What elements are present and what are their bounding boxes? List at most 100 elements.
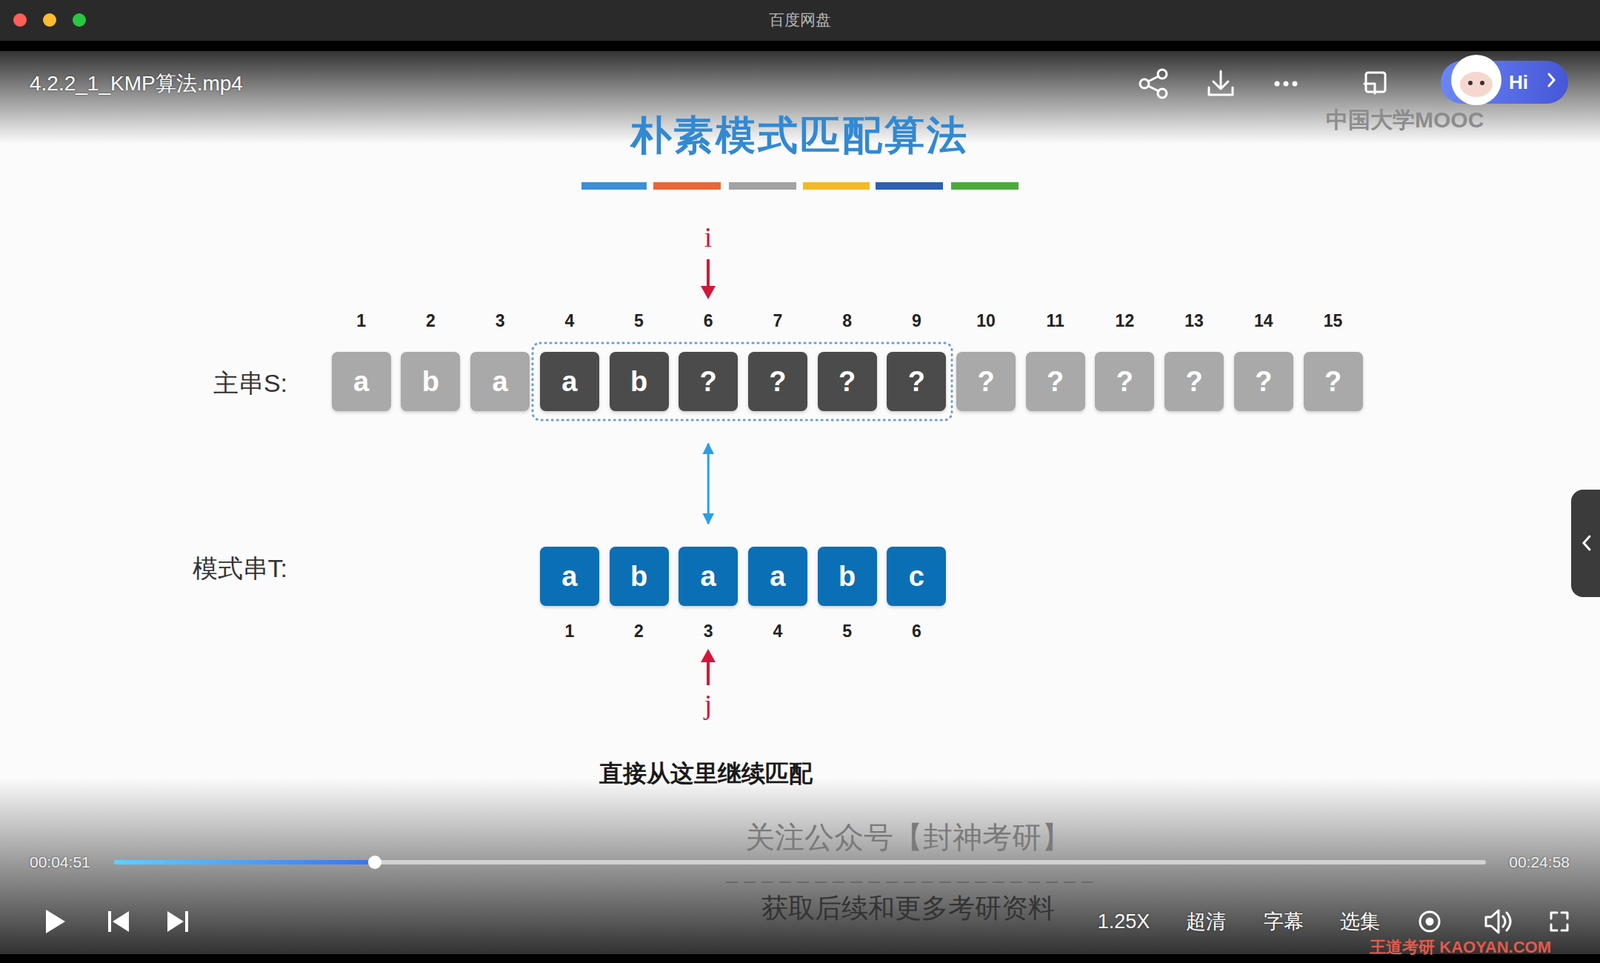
label-wrap: 2 xyxy=(634,621,644,643)
label-wrap: 00:04:51 xyxy=(29,852,91,872)
progress-track xyxy=(114,860,1486,865)
node-text: a xyxy=(769,560,786,593)
index-number: 4 xyxy=(772,621,783,641)
slide-background xyxy=(0,51,1600,955)
volume-icon xyxy=(1485,910,1499,933)
black-band xyxy=(0,954,1600,963)
pointer-j xyxy=(700,648,716,686)
pattern-char-box: b xyxy=(817,546,878,606)
char-box: ? xyxy=(1025,351,1086,412)
pointer-head xyxy=(700,285,716,300)
index-number: 10 xyxy=(976,311,996,331)
index-number: 3 xyxy=(703,621,714,641)
next-icon xyxy=(185,911,189,932)
share-icon xyxy=(1148,76,1159,92)
label-wrap: 5 xyxy=(634,311,644,332)
color-bar xyxy=(581,182,647,190)
top-icons xyxy=(1140,69,1386,98)
label-wrap: 4 xyxy=(772,621,783,643)
watermark: 关注公众号【封神考研】 xyxy=(745,820,1072,854)
index-number: 3 xyxy=(495,311,506,331)
color-bar xyxy=(875,182,943,190)
char-box: ? xyxy=(1234,351,1294,412)
index-number: 2 xyxy=(634,621,644,641)
black-band xyxy=(0,40,1600,52)
pointer-head xyxy=(700,648,716,663)
label-wrap: 12 xyxy=(1115,311,1135,332)
progress-knob xyxy=(368,855,382,869)
label-wrap: 6 xyxy=(911,621,922,643)
label-wrap: 2 xyxy=(425,311,436,332)
hi-avatar xyxy=(1440,45,1569,113)
player-control-text: 00:24:58 xyxy=(1508,853,1570,871)
index-number: 6 xyxy=(703,311,714,331)
pattern-char-box: a xyxy=(748,546,808,606)
label-wrap: 4 xyxy=(564,311,575,332)
watermark-rule xyxy=(725,881,1095,883)
label-wrap: 1 xyxy=(564,621,575,643)
index-number: 6 xyxy=(911,621,922,641)
node-text: ? xyxy=(1046,365,1064,398)
node-text: a xyxy=(561,365,578,398)
double-arrow xyxy=(707,443,710,524)
node-text: Hi xyxy=(1508,71,1529,95)
node-text: a xyxy=(700,560,717,593)
fullscreen-icon xyxy=(1551,912,1568,931)
node-text: a xyxy=(561,560,578,593)
label-wrap: 百度网盘 xyxy=(768,10,832,29)
char-box: ? xyxy=(748,351,808,412)
side-tab-chevron xyxy=(1583,536,1590,550)
char-box: ? xyxy=(886,351,946,412)
char-box: ? xyxy=(1164,351,1224,412)
pointer-line xyxy=(706,660,710,686)
avatar-eye xyxy=(1468,80,1473,86)
pointer-label: i xyxy=(704,221,713,253)
index-number: 2 xyxy=(425,311,436,331)
label-wrap: 关注公众号【封神考研】 xyxy=(745,819,1072,855)
label-wrap: 13 xyxy=(1184,311,1204,332)
char-box: ? xyxy=(1094,351,1155,412)
progress-played xyxy=(114,860,375,865)
node-text: ? xyxy=(768,365,786,398)
pip-icon xyxy=(1364,83,1375,94)
more-dot xyxy=(1283,81,1289,87)
node-text: ? xyxy=(977,365,995,398)
color-bar xyxy=(802,182,870,190)
index-number: 7 xyxy=(772,311,783,331)
prev-icon xyxy=(108,911,112,932)
close-button xyxy=(13,13,27,27)
label-wrap: 15 xyxy=(1323,311,1343,332)
label-wrap: 直接从这里继续匹配 xyxy=(599,759,813,788)
label-wrap: 7 xyxy=(772,311,783,332)
char-box: a xyxy=(540,351,600,412)
more-icon xyxy=(1274,81,1298,87)
index-number: 12 xyxy=(1115,311,1135,331)
text-label: 直接从这里继续匹配 xyxy=(599,760,813,787)
index-number: 1 xyxy=(356,311,366,331)
more-dot xyxy=(1274,81,1280,87)
node-text: b xyxy=(630,560,648,593)
play-icon xyxy=(45,909,66,934)
label-wrap: 主串S: xyxy=(213,368,288,399)
label-wrap: 超清 xyxy=(1185,909,1226,934)
player-control-text: 字幕 xyxy=(1263,910,1304,933)
char-box: b xyxy=(609,351,669,412)
node-text: a xyxy=(492,365,509,398)
index-number: 5 xyxy=(842,621,852,641)
label-wrap: 中国大学MOOC xyxy=(1325,106,1484,134)
label-wrap: 14 xyxy=(1254,311,1274,332)
hi-chevron xyxy=(1548,74,1555,86)
node-text: b xyxy=(630,365,648,398)
color-bar xyxy=(951,182,1019,190)
label-wrap: 模式串T: xyxy=(192,553,288,584)
node-text: ? xyxy=(908,365,926,398)
index-number: 4 xyxy=(564,311,575,331)
avatar-head xyxy=(1451,54,1502,106)
pattern-char-box: c xyxy=(886,546,946,606)
node-text: b xyxy=(422,365,440,398)
zoom-button xyxy=(72,13,86,27)
char-box: a xyxy=(331,351,392,412)
label-wrap: 11 xyxy=(1046,311,1065,332)
label-wrap: 1.25X xyxy=(1097,909,1151,934)
text-label: 主串S: xyxy=(213,368,288,398)
